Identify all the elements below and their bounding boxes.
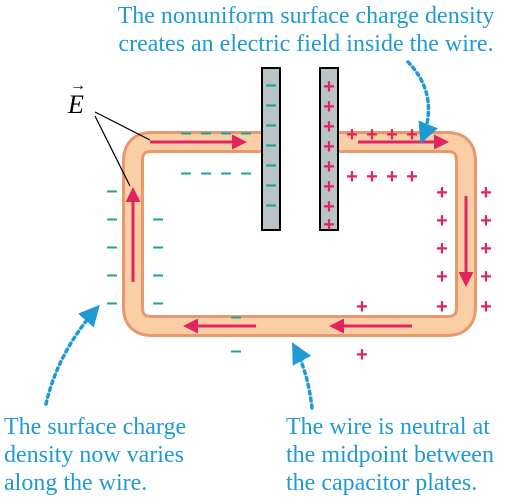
positive-charge-right: + bbox=[436, 296, 448, 318]
negative-charge-plate: – bbox=[265, 174, 276, 196]
negative-charge-plate: – bbox=[265, 114, 276, 136]
negative-charge-left: – bbox=[106, 236, 117, 258]
negative-capacitor-plate bbox=[261, 67, 281, 231]
positive-charge-plate: + bbox=[323, 136, 335, 158]
negative-charge-left: – bbox=[106, 264, 117, 286]
negative-charge-top: – bbox=[220, 122, 231, 144]
positive-capacitor-plate bbox=[319, 67, 339, 231]
negative-charge-left: – bbox=[152, 236, 163, 258]
callout-left: The surface charge density now varies al… bbox=[4, 413, 234, 497]
leader-top bbox=[406, 60, 438, 144]
negative-charge-left: – bbox=[152, 292, 163, 314]
negative-charge-top: – bbox=[240, 162, 251, 184]
positive-charge-top: + bbox=[366, 166, 378, 188]
leader-right bbox=[292, 342, 314, 410]
positive-charge-plate: + bbox=[323, 214, 335, 236]
surface-charges: ––––––––––––––––––––––––––++++++++++++++… bbox=[106, 74, 491, 366]
negative-charge-plate: – bbox=[265, 154, 276, 176]
negative-charge-plate: – bbox=[265, 194, 276, 216]
leader-left bbox=[44, 304, 100, 406]
positive-charge-plate: + bbox=[323, 176, 335, 198]
positive-charge-right: + bbox=[436, 238, 448, 260]
callout-left-line-1: The surface charge bbox=[4, 414, 187, 440]
callout-top-line-2: creates an electric field inside the wir… bbox=[118, 31, 494, 57]
negative-charge-left: – bbox=[152, 208, 163, 230]
vector-arrow-mark: → bbox=[70, 77, 86, 94]
negative-charge-top: – bbox=[220, 162, 231, 184]
positive-charge-top: + bbox=[366, 124, 378, 146]
field-label-pointers bbox=[94, 111, 151, 187]
callout-left-line-3: along the wire. bbox=[4, 470, 148, 496]
negative-charge-left: – bbox=[152, 264, 163, 286]
negative-charge-plate: – bbox=[265, 94, 276, 116]
positive-charge-right: + bbox=[480, 266, 492, 288]
callout-right-line-3: the capacitor plates. bbox=[286, 470, 478, 496]
negative-charge-left: – bbox=[106, 180, 117, 202]
callout-leaders bbox=[44, 60, 438, 410]
negative-charge-top: – bbox=[180, 162, 191, 184]
callout-right-line-2: the midpoint between bbox=[286, 442, 494, 468]
negative-charge-plate: – bbox=[265, 134, 276, 156]
negative-charge-top: – bbox=[240, 122, 251, 144]
positive-charge-right: + bbox=[436, 266, 448, 288]
positive-charge-top: + bbox=[346, 166, 358, 188]
negative-charge-plate: – bbox=[265, 74, 276, 96]
positive-charge-right: + bbox=[436, 182, 448, 204]
negative-charge-top: – bbox=[200, 122, 211, 144]
positive-charge-right: + bbox=[480, 182, 492, 204]
negative-charge-bottom: – bbox=[230, 340, 241, 362]
positive-charge-plate: + bbox=[323, 156, 335, 178]
positive-charge-plate: + bbox=[323, 196, 335, 218]
positive-charge-top: + bbox=[386, 166, 398, 188]
callout-right: The wire is neutral at the midpoint betw… bbox=[286, 413, 518, 497]
electric-field-label: → E bbox=[68, 77, 86, 120]
positive-charge-right: + bbox=[480, 210, 492, 232]
callout-top: The nonuniform surface charge density cr… bbox=[96, 2, 516, 58]
callout-left-line-2: density now varies bbox=[4, 442, 184, 468]
negative-charge-left: – bbox=[106, 208, 117, 230]
wire-loop bbox=[122, 131, 477, 337]
positive-charge-plate: + bbox=[323, 116, 335, 138]
positive-charge-top: + bbox=[406, 166, 418, 188]
positive-charge-right: + bbox=[480, 238, 492, 260]
positive-charge-top: + bbox=[386, 124, 398, 146]
callout-top-line-1: The nonuniform surface charge density bbox=[117, 3, 495, 29]
positive-charge-bottom: + bbox=[356, 344, 368, 366]
positive-charge-plate: + bbox=[323, 96, 335, 118]
callout-right-line-1: The wire is neutral at bbox=[286, 414, 490, 440]
negative-charge-top: – bbox=[200, 162, 211, 184]
positive-charge-plate: + bbox=[323, 76, 335, 98]
positive-charge-right: + bbox=[480, 296, 492, 318]
positive-charge-top: + bbox=[346, 124, 358, 146]
negative-charge-left: – bbox=[106, 292, 117, 314]
positive-charge-top: + bbox=[406, 124, 418, 146]
positive-charge-bottom: + bbox=[356, 296, 368, 318]
negative-charge-bottom: – bbox=[230, 306, 241, 328]
electric-field-symbol: E bbox=[68, 90, 84, 119]
negative-charge-top: – bbox=[180, 122, 191, 144]
positive-charge-right: + bbox=[436, 210, 448, 232]
